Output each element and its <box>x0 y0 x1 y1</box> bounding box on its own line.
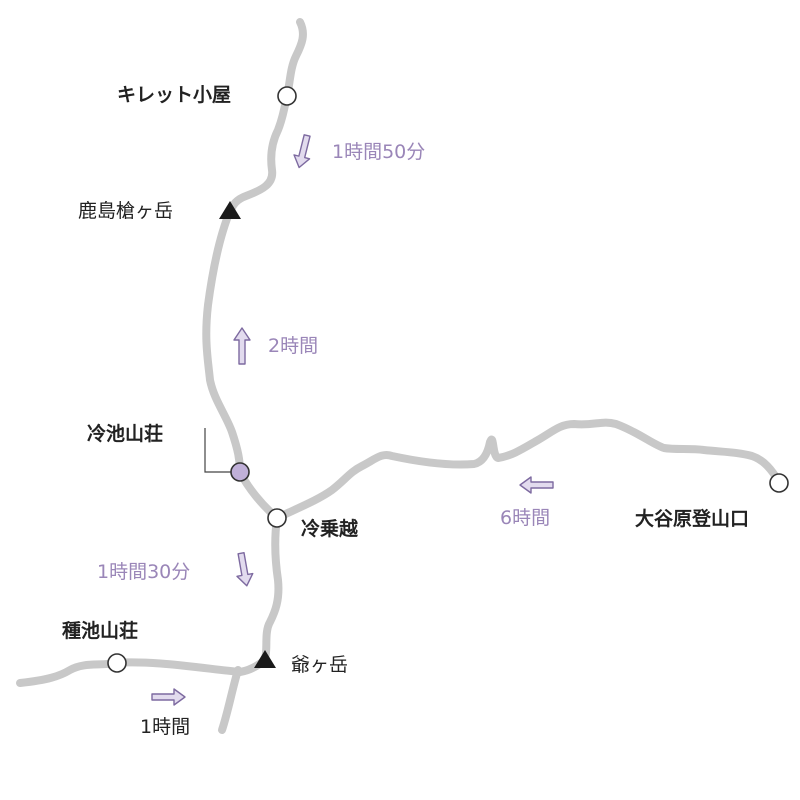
jiigatake-summit-marker[interactable] <box>254 650 276 668</box>
tsumeike-hut-marker[interactable] <box>230 462 250 482</box>
time-label-taneike-jii: 1時間 <box>140 716 191 738</box>
tsumenori-marker[interactable] <box>267 508 287 528</box>
place-label-ogura-trailhead: 大谷原登山口 <box>635 508 750 530</box>
taneike-hut-marker[interactable] <box>107 653 127 673</box>
kiretto-hut-marker[interactable] <box>277 86 297 106</box>
place-label-jiigatake: 爺ヶ岳 <box>291 654 349 676</box>
place-label-tsumenori: 冷乗越 <box>301 518 359 540</box>
tsumeike-leader-line <box>204 428 240 473</box>
arrow-down-icon <box>236 552 254 587</box>
arrow-down-icon <box>293 134 311 169</box>
place-label-kashimayari: 鹿島槍ヶ岳 <box>78 200 174 222</box>
arrow-left-icon <box>519 476 554 494</box>
direction-arrows <box>151 134 554 706</box>
arrow-up-icon <box>233 327 251 365</box>
time-label-kiretto-kashimayari: 1時間50分 <box>332 141 426 163</box>
kashimayari-summit-marker[interactable] <box>219 201 241 219</box>
place-label-tsumeike-hut: 冷池山荘 <box>87 423 164 445</box>
ridge-south-trail <box>261 514 283 662</box>
time-label-trailhead-tsumenori: 6時間 <box>500 507 551 529</box>
taneike-trail <box>16 656 269 687</box>
arrow-right-icon <box>151 688 186 706</box>
place-label-taneike-hut: 種池山荘 <box>62 620 139 642</box>
ogura-trailhead-marker[interactable] <box>769 473 789 493</box>
place-label-kiretto-hut: キレット小屋 <box>117 84 232 106</box>
jiigatake-spur-trail <box>218 666 242 734</box>
time-label-tsumenori-jii: 1時間30分 <box>97 561 191 583</box>
time-label-tsumeike-kashimayari: 2時間 <box>268 335 319 357</box>
ogura-trail <box>273 418 783 522</box>
